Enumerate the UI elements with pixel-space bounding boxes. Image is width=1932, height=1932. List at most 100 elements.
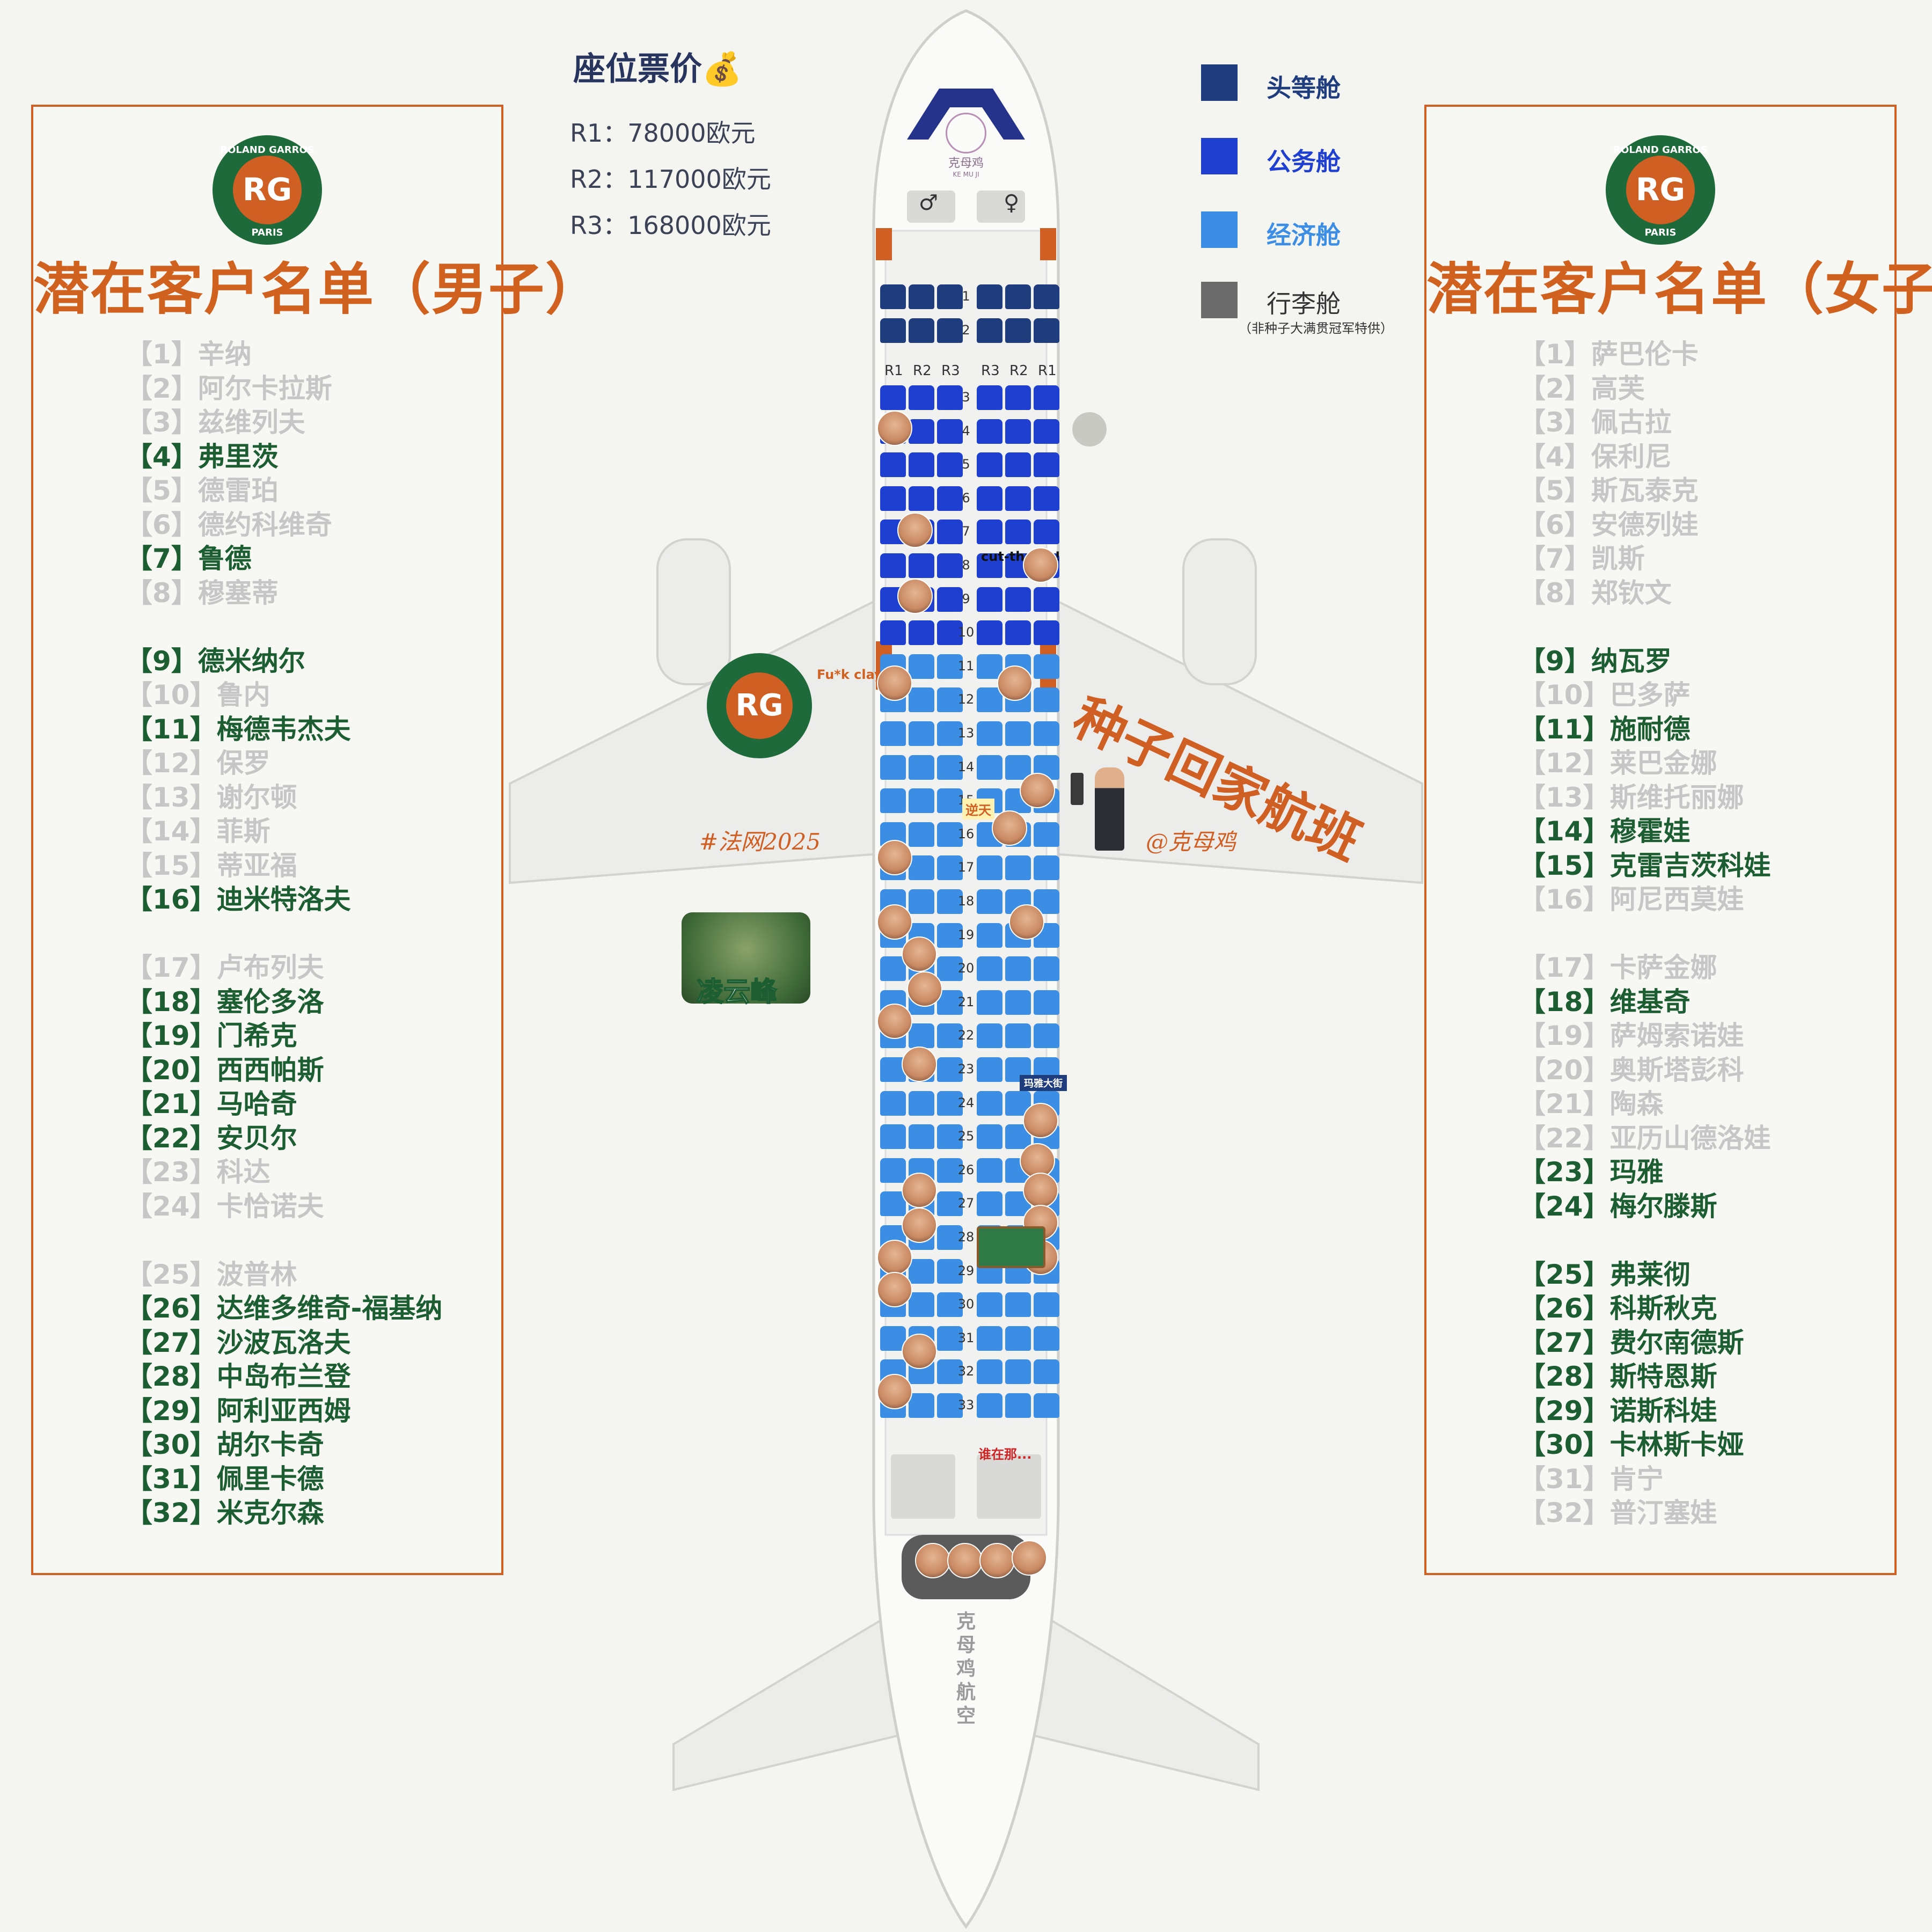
seat[interactable] bbox=[909, 889, 934, 914]
seat[interactable] bbox=[1034, 486, 1059, 511]
seat[interactable] bbox=[1005, 519, 1031, 545]
seat[interactable] bbox=[977, 687, 1002, 713]
seat[interactable] bbox=[880, 956, 906, 982]
seat[interactable] bbox=[977, 956, 1002, 982]
seat[interactable] bbox=[909, 1091, 934, 1116]
seat[interactable] bbox=[977, 318, 1002, 343]
seat[interactable] bbox=[909, 284, 934, 309]
seat[interactable] bbox=[977, 419, 1002, 444]
seat[interactable] bbox=[909, 1124, 934, 1150]
seat[interactable] bbox=[937, 1191, 963, 1217]
seat[interactable] bbox=[909, 687, 934, 713]
seat[interactable] bbox=[937, 1292, 963, 1318]
seat[interactable] bbox=[937, 1023, 963, 1049]
seat[interactable] bbox=[909, 1292, 934, 1318]
seat[interactable] bbox=[880, 284, 906, 309]
seat[interactable] bbox=[977, 452, 1002, 478]
seat[interactable] bbox=[909, 788, 934, 814]
seat[interactable] bbox=[880, 553, 906, 578]
seat[interactable] bbox=[977, 1023, 1002, 1049]
seat[interactable] bbox=[977, 654, 1002, 679]
seat[interactable] bbox=[1005, 990, 1031, 1015]
seat[interactable] bbox=[977, 486, 1002, 511]
seat[interactable] bbox=[909, 822, 934, 847]
seat[interactable] bbox=[1005, 1326, 1031, 1351]
seat[interactable] bbox=[880, 788, 906, 814]
seat[interactable] bbox=[909, 1258, 934, 1284]
seat[interactable] bbox=[937, 553, 963, 578]
seat[interactable] bbox=[937, 318, 963, 343]
seat[interactable] bbox=[977, 721, 1002, 746]
seat[interactable] bbox=[1005, 1023, 1031, 1049]
seat[interactable] bbox=[1034, 1292, 1059, 1318]
seat[interactable] bbox=[937, 1091, 963, 1116]
seat[interactable] bbox=[880, 385, 906, 410]
seat[interactable] bbox=[1034, 1023, 1059, 1049]
seat[interactable] bbox=[937, 1158, 963, 1183]
seat[interactable] bbox=[909, 385, 934, 410]
seat[interactable] bbox=[909, 1393, 934, 1418]
seat[interactable] bbox=[977, 1359, 1002, 1385]
seat[interactable] bbox=[977, 553, 1002, 578]
seat[interactable] bbox=[880, 755, 906, 780]
seat[interactable] bbox=[937, 956, 963, 982]
seat[interactable] bbox=[977, 990, 1002, 1015]
seat[interactable] bbox=[1005, 1359, 1031, 1385]
seat[interactable] bbox=[977, 587, 1002, 612]
seat[interactable] bbox=[977, 1292, 1002, 1318]
seat[interactable] bbox=[1034, 822, 1059, 847]
seat[interactable] bbox=[977, 923, 1002, 948]
seat[interactable] bbox=[937, 1393, 963, 1418]
seat[interactable] bbox=[1005, 587, 1031, 612]
seat[interactable] bbox=[1005, 452, 1031, 478]
seat[interactable] bbox=[977, 519, 1002, 545]
seat[interactable] bbox=[1034, 620, 1059, 646]
seat[interactable] bbox=[977, 1124, 1002, 1150]
seat[interactable] bbox=[937, 1057, 963, 1082]
seat[interactable] bbox=[880, 1124, 906, 1150]
seat[interactable] bbox=[1005, 1393, 1031, 1418]
seat[interactable] bbox=[1034, 687, 1059, 713]
seat[interactable] bbox=[937, 923, 963, 948]
seat[interactable] bbox=[909, 486, 934, 511]
seat[interactable] bbox=[880, 620, 906, 646]
seat[interactable] bbox=[1034, 318, 1059, 343]
seat[interactable] bbox=[937, 654, 963, 679]
seat[interactable] bbox=[937, 284, 963, 309]
seat[interactable] bbox=[1005, 855, 1031, 881]
seat[interactable] bbox=[977, 889, 1002, 914]
seat[interactable] bbox=[1034, 519, 1059, 545]
seat[interactable] bbox=[937, 822, 963, 847]
seat[interactable] bbox=[880, 486, 906, 511]
seat[interactable] bbox=[937, 1225, 963, 1250]
seat[interactable] bbox=[1005, 620, 1031, 646]
seat[interactable] bbox=[977, 1091, 1002, 1116]
seat[interactable] bbox=[977, 385, 1002, 410]
seat[interactable] bbox=[1005, 318, 1031, 343]
seat[interactable] bbox=[937, 620, 963, 646]
seat[interactable] bbox=[1034, 1359, 1059, 1385]
seat[interactable] bbox=[937, 452, 963, 478]
seat[interactable] bbox=[909, 654, 934, 679]
seat[interactable] bbox=[909, 755, 934, 780]
seat[interactable] bbox=[937, 1326, 963, 1351]
seat[interactable] bbox=[937, 755, 963, 780]
seat[interactable] bbox=[1034, 1326, 1059, 1351]
seat[interactable] bbox=[937, 486, 963, 511]
seat[interactable] bbox=[1034, 452, 1059, 478]
seat[interactable] bbox=[1005, 284, 1031, 309]
seat[interactable] bbox=[909, 855, 934, 881]
seat[interactable] bbox=[937, 788, 963, 814]
seat[interactable] bbox=[880, 318, 906, 343]
seat[interactable] bbox=[880, 1158, 906, 1183]
seat[interactable] bbox=[1005, 956, 1031, 982]
seat[interactable] bbox=[1034, 956, 1059, 982]
seat[interactable] bbox=[909, 721, 934, 746]
seat[interactable] bbox=[1034, 284, 1059, 309]
seat[interactable] bbox=[937, 519, 963, 545]
seat[interactable] bbox=[1005, 486, 1031, 511]
seat[interactable] bbox=[1034, 855, 1059, 881]
seat[interactable] bbox=[909, 553, 934, 578]
seat[interactable] bbox=[1005, 755, 1031, 780]
seat[interactable] bbox=[977, 1326, 1002, 1351]
